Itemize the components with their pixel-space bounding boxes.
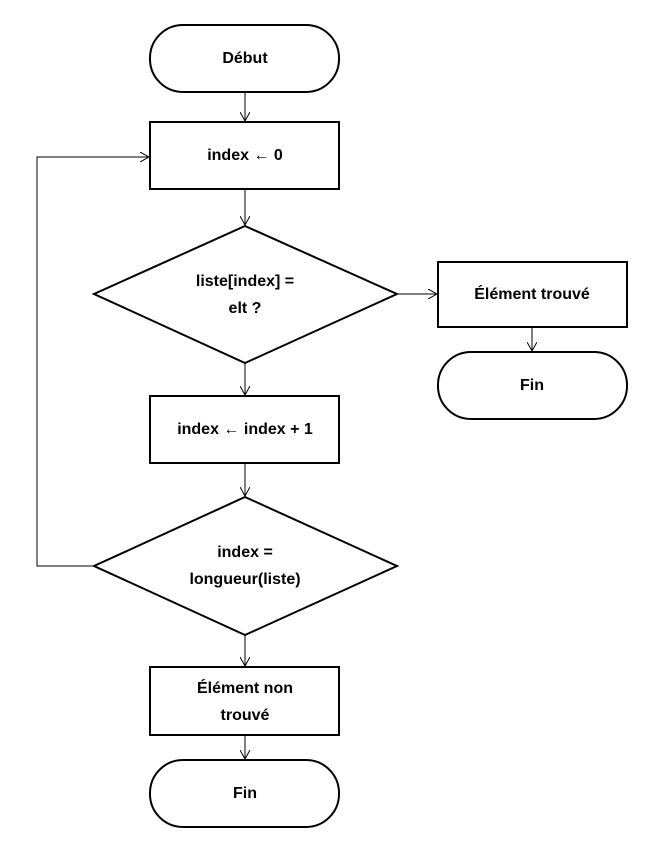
check-label-line2: longueur(liste) — [189, 571, 300, 588]
start-terminal: Début — [149, 24, 340, 93]
init-label: index ← 0 — [207, 147, 283, 164]
test-decision: liste[index] = elt ? — [91, 224, 400, 365]
increment-process: index ← index + 1 — [149, 395, 340, 464]
not-found-label-line1: Élément non — [197, 678, 293, 697]
start-label: Début — [222, 50, 268, 67]
end-terminal-not-found: Fin — [149, 759, 340, 828]
loop-back-arrow — [36, 157, 149, 567]
check-decision: index = longueur(liste) — [91, 495, 400, 637]
test-label-line1: liste[index] = — [196, 273, 294, 290]
found-process: Élément trouvé — [437, 261, 628, 328]
not-found-label-line2: trouvé — [221, 707, 270, 724]
test-label-line2: elt ? — [229, 300, 262, 317]
init-process: index ← 0 — [149, 121, 340, 190]
found-label: Élément trouvé — [474, 284, 590, 303]
check-label-line1: index = — [217, 544, 273, 561]
increment-label: index ← index + 1 — [177, 421, 313, 438]
end-terminal-found: Fin — [437, 351, 628, 420]
not-found-process: Élément non trouvé — [149, 666, 340, 736]
end-not-found-label: Fin — [233, 785, 257, 802]
end-found-label: Fin — [520, 377, 544, 394]
